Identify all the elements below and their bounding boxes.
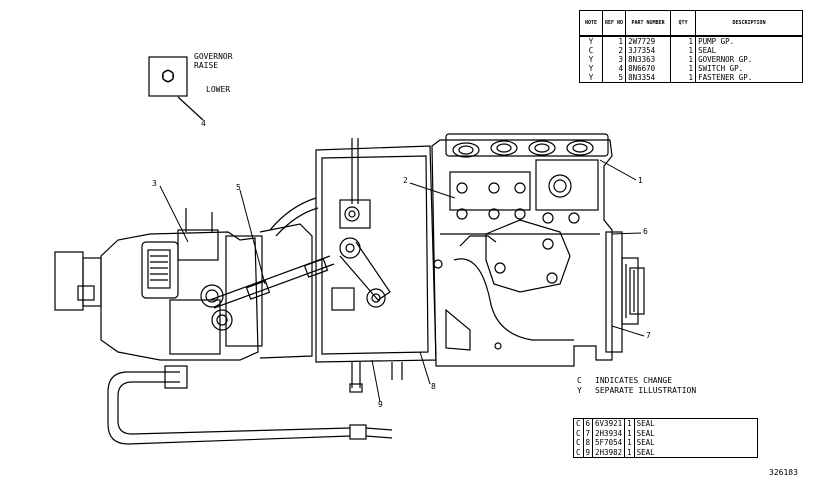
center-housing	[269, 138, 437, 393]
callout-4: 4	[201, 119, 206, 128]
ref-cell: 6	[582, 418, 593, 429]
description-cell: SEAL	[633, 428, 758, 438]
callout-1: 1	[638, 176, 643, 185]
callout-8: 8	[431, 382, 436, 391]
legend-code: Y	[577, 386, 582, 395]
drive-flange	[605, 231, 645, 353]
note-cell: C	[579, 46, 603, 55]
ref-cell: 7	[582, 428, 593, 438]
description-cell: PUMP GP.	[695, 36, 803, 46]
qty-cell: 1	[624, 428, 635, 438]
part-number-cell: 6V3921	[592, 418, 625, 429]
part-number-cell: 3J7354	[625, 46, 672, 55]
legend: C INDICATES CHANGE Y SEPARATE ILLUSTRATION	[577, 376, 696, 396]
parts-table-header: NOTE REF NO PART NUMBER QTY DESCRIPTION	[579, 10, 803, 37]
leader-lines	[159, 159, 645, 403]
qty-cell: 1	[670, 46, 697, 55]
legend-text: SEPARATE ILLUSTRATION	[595, 386, 697, 395]
description-cell: SWITCH GP.	[695, 64, 803, 73]
ref-cell: 1	[601, 36, 627, 46]
ref-cell: 9	[582, 447, 593, 458]
qty-cell: 1	[624, 418, 635, 429]
note-cell: Y	[579, 36, 603, 46]
callout-6: 6	[643, 227, 648, 236]
note-cell: C	[573, 428, 584, 438]
callout-5: 5	[236, 183, 241, 192]
parts-table: NOTE REF NO PART NUMBER QTY DESCRIPTION …	[579, 10, 803, 83]
pump-body	[431, 133, 613, 367]
description-cell: SEAL	[633, 418, 758, 429]
part-number-cell: 2H3982	[592, 447, 625, 458]
qty-cell: 1	[670, 73, 697, 83]
note-cell: C	[573, 438, 584, 448]
qty-cell: 1	[670, 36, 697, 46]
legend-item-separate: Y SEPARATE ILLUSTRATION	[577, 386, 696, 396]
ref-cell: 5	[601, 73, 627, 83]
part-number-cell: 2W7729	[625, 36, 672, 46]
header-note: NOTE	[579, 10, 603, 37]
note-cell: Y	[579, 64, 603, 73]
description-cell: SEAL	[633, 438, 758, 448]
part-number-cell: 8N3354	[625, 73, 672, 83]
legend-text: INDICATES CHANGE	[595, 376, 673, 385]
part-number-cell: 8N6670	[625, 64, 672, 73]
header-description: DESCRIPTION	[695, 10, 803, 37]
drawing-number: 326183	[769, 468, 798, 477]
ref-cell: 3	[601, 55, 627, 64]
part-number-cell: 2H3934	[592, 428, 625, 438]
part-number-cell: 8N3363	[625, 55, 672, 64]
linkage-rod	[209, 255, 335, 309]
header-part: PART NUMBER	[625, 10, 672, 37]
governor-raise-label: GOVERNOR RAISE	[194, 52, 233, 70]
qty-cell: 1	[670, 55, 697, 64]
header-ref: REF NO	[601, 10, 627, 37]
description-cell: SEAL	[633, 447, 758, 458]
description-cell: FASTENER GP.	[695, 73, 803, 83]
ref-cell: 8	[582, 438, 593, 448]
header-qty: QTY	[670, 10, 697, 37]
callout-7: 7	[646, 331, 651, 340]
note-cell: C	[573, 418, 584, 429]
description-cell: SEAL	[695, 46, 803, 55]
note-cell: C	[573, 447, 584, 458]
governor-housing	[54, 208, 313, 361]
ref-cell: 2	[601, 46, 627, 55]
lower-label: LOWER	[206, 85, 231, 94]
qty-cell: 1	[670, 64, 697, 73]
description-cell: GOVERNOR GP.	[695, 55, 803, 64]
ref-cell: 4	[601, 64, 627, 73]
fuel-tube	[107, 365, 393, 445]
callout-2: 2	[403, 176, 408, 185]
callout-9: 9	[378, 400, 383, 409]
legend-item-change: C INDICATES CHANGE	[577, 376, 696, 386]
note-cell: Y	[579, 55, 603, 64]
note-cell: Y	[579, 73, 603, 83]
qty-cell: 1	[624, 447, 635, 458]
part-number-cell: 5F7054	[592, 438, 625, 448]
qty-cell: 1	[624, 438, 635, 448]
switch-box	[148, 56, 204, 121]
callout-3: 3	[152, 179, 157, 188]
legend-code: C	[577, 376, 582, 385]
